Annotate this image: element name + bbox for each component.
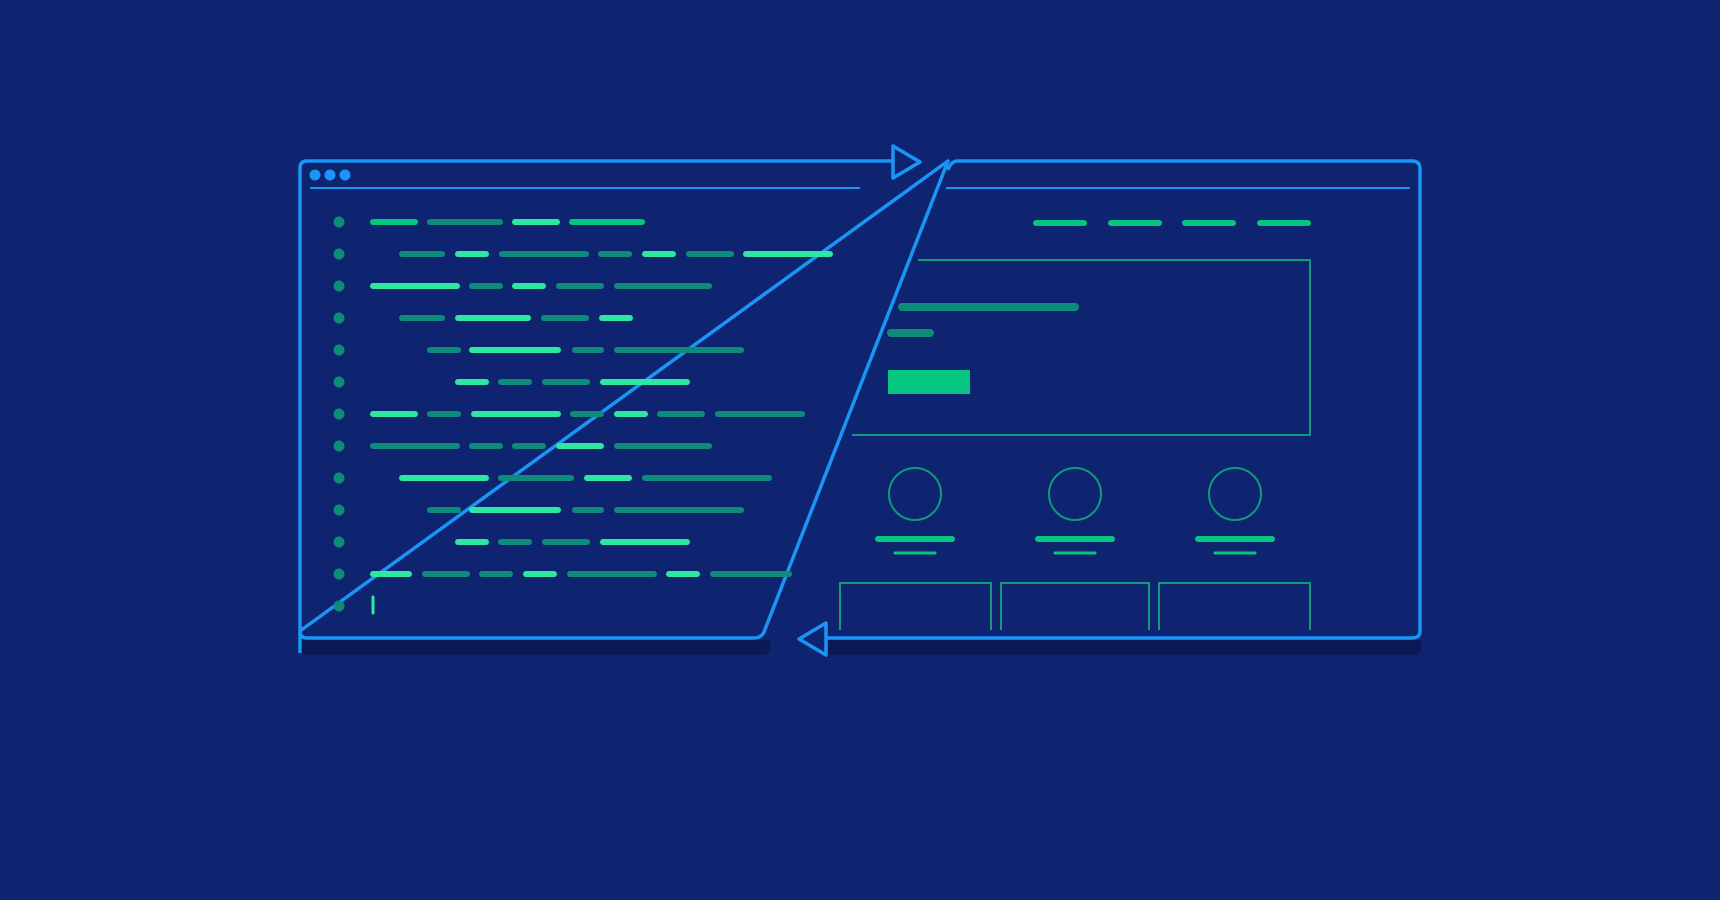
hero-box — [852, 259, 1311, 436]
line-gutter-dot — [333, 280, 345, 292]
window-dot-icon — [339, 169, 351, 181]
preview-bottom-panels — [839, 582, 1311, 630]
line-gutter-dot — [333, 504, 345, 516]
preview-hero — [852, 259, 1311, 436]
bottom-panel — [839, 582, 992, 630]
line-gutter-dot — [333, 408, 345, 420]
line-gutter-dot — [333, 216, 345, 228]
arrow-left-icon — [797, 621, 828, 657]
preview-shadow — [825, 640, 1421, 655]
code-editor-window — [298, 159, 950, 653]
code-line — [333, 568, 792, 580]
window-controls — [309, 169, 351, 181]
feature-avatar-icon — [888, 467, 942, 521]
code-line — [333, 280, 712, 292]
code-line — [333, 472, 772, 484]
line-gutter-dot — [333, 472, 345, 484]
code-editor-frame — [298, 159, 950, 653]
line-gutter-dot — [333, 312, 345, 324]
code-line — [333, 344, 744, 356]
line-gutter-dot — [333, 536, 345, 548]
line-gutter-dot — [333, 248, 345, 260]
code-line — [333, 600, 345, 612]
code-line — [333, 376, 690, 388]
window-dot-icon — [309, 169, 321, 181]
feature-card — [1035, 467, 1115, 555]
code-line — [333, 312, 633, 324]
editor-shadow — [300, 640, 770, 655]
code-lines — [333, 216, 833, 612]
code-line — [333, 536, 690, 548]
bottom-panel — [1158, 582, 1311, 630]
website-preview-frame — [825, 159, 1422, 640]
feature-card — [1195, 467, 1275, 555]
bottom-panel — [1000, 582, 1150, 630]
line-gutter-dot — [333, 568, 345, 580]
feature-avatar-icon — [1208, 467, 1262, 521]
feature-avatar-icon — [1048, 467, 1102, 521]
code-line — [333, 216, 645, 228]
arrow-right-icon — [891, 144, 922, 180]
line-gutter-dot — [333, 376, 345, 388]
line-gutter-dot — [333, 440, 345, 452]
code-line — [333, 440, 712, 452]
line-gutter-dot — [333, 344, 345, 356]
hero-button — [888, 370, 970, 394]
window-dot-icon — [324, 169, 336, 181]
line-gutter-dot — [333, 600, 345, 612]
preview-features — [875, 467, 1275, 555]
code-line — [333, 504, 744, 516]
feature-card — [875, 467, 955, 555]
window-shadows — [300, 640, 1421, 655]
website-preview-window — [825, 159, 1422, 640]
code-line — [333, 408, 805, 420]
code-line — [333, 248, 833, 260]
